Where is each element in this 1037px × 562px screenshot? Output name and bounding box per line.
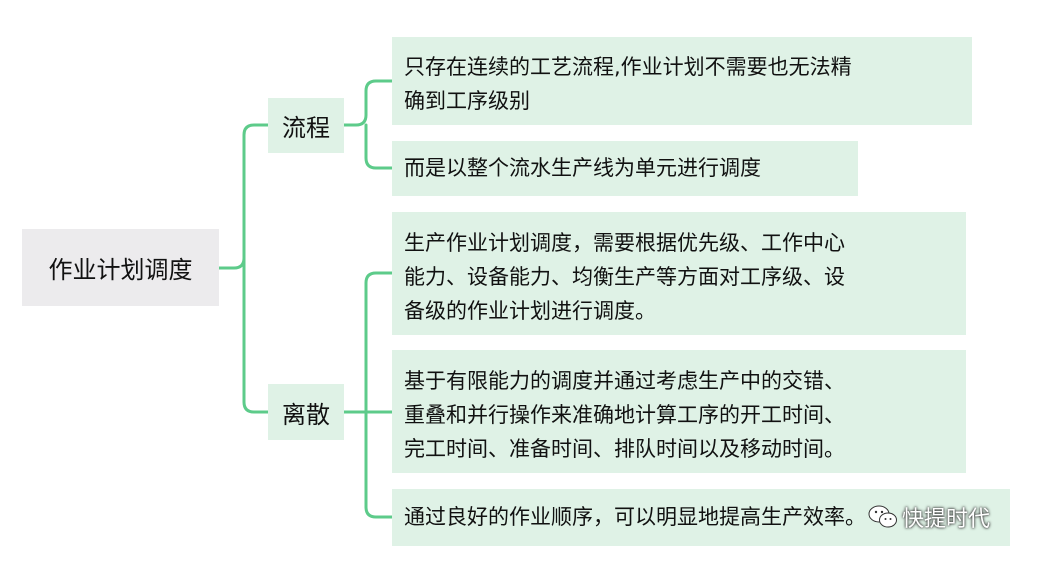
leaf-node: 而是以整个流水生产线为单元进行调度	[392, 141, 858, 196]
watermark: 快提时代	[868, 500, 990, 534]
connector-branch-1	[342, 79, 394, 127]
branch-node-discrete: 离散	[268, 384, 344, 440]
leaf-node: 生产作业计划调度，需要根据优先级、工作中心 能力、设备能力、均衡生产等方面对工序…	[392, 212, 966, 335]
wechat-icon	[868, 505, 897, 528]
root-node: 作业计划调度	[22, 229, 219, 306]
watermark-text: 快提时代	[902, 507, 991, 532]
connector-root	[217, 123, 270, 270]
connector-branch-2-upper	[364, 271, 394, 414]
branch-node-flow: 流程	[268, 98, 344, 153]
leaf-node: 通过良好的作业顺序，可以明显地提高生产效率。	[392, 489, 1010, 546]
leaf-node: 只存在连续的工艺流程,作业计划不需要也无法精 确到工序级别	[392, 37, 972, 125]
connector-branch-1-lower	[364, 123, 394, 170]
connector-branch-2-lower	[364, 410, 394, 519]
connector-root-lower	[242, 256, 270, 414]
leaf-node: 基于有限能力的调度并通过考虑生产中的交错、 重叠和并行操作来准确地计算工序的开工…	[392, 350, 966, 473]
